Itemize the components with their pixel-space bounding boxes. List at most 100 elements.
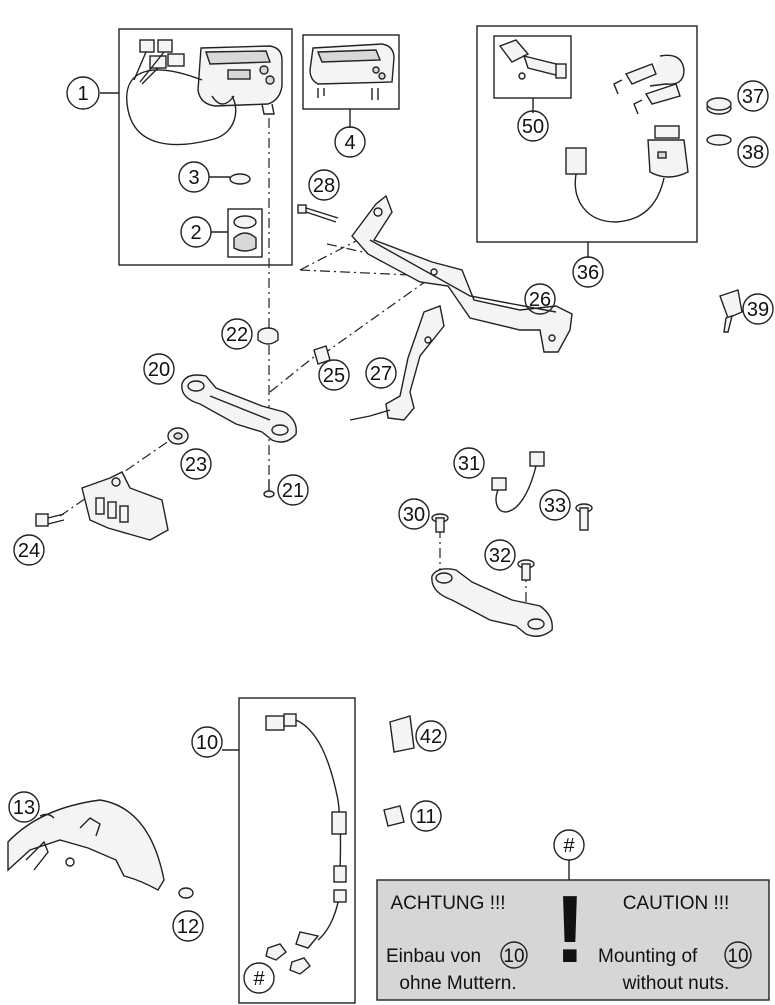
svg-text:38: 38 <box>742 142 764 164</box>
clip-11 <box>383 805 405 827</box>
rubber-22 <box>257 327 279 345</box>
callout-4: 4 <box>334 126 366 158</box>
svg-text:#: # <box>563 835 575 857</box>
svg-text:39: 39 <box>747 299 769 321</box>
pin-33 <box>575 503 593 531</box>
bracket-27 <box>349 305 445 421</box>
callout-30: 30 <box>398 498 430 530</box>
svg-text:22: 22 <box>226 324 248 346</box>
clamp-20 <box>181 374 297 443</box>
svg-text:21: 21 <box>282 480 304 502</box>
callouts: 1 3 2 4 50 36 37 38 39 28 26 22 20 25 27… <box>8 76 774 994</box>
brake-disc <box>7 799 165 891</box>
rubber-23 <box>167 427 189 445</box>
caution-note-box <box>376 879 770 1001</box>
callout-28: 28 <box>308 169 340 201</box>
callout-38: 38 <box>737 136 769 168</box>
svg-text:4: 4 <box>344 132 355 154</box>
svg-text:2: 2 <box>190 222 201 244</box>
svg-text:10: 10 <box>196 732 218 754</box>
note-left-ref: 10 <box>503 946 524 967</box>
leader-lines <box>100 92 589 880</box>
svg-text:20: 20 <box>148 359 170 381</box>
svg-text:33: 33 <box>544 495 566 517</box>
callout-31: 31 <box>453 447 485 479</box>
part-3-disc <box>229 173 251 185</box>
group-box-4 <box>302 34 400 110</box>
lock-cylinder-50 <box>498 39 567 80</box>
svg-text:32: 32 <box>489 545 511 567</box>
group-box-1 <box>118 28 293 266</box>
note-right-ref: 10 <box>727 946 748 967</box>
svg-text:23: 23 <box>185 454 207 476</box>
note-right-line1: Mounting of <box>598 946 698 967</box>
dashboard-unit <box>126 39 283 146</box>
callout-3: 3 <box>178 161 210 193</box>
note-left-title: ACHTUNG !!! <box>390 893 505 914</box>
bolt-28 <box>297 204 339 223</box>
nut-37 <box>706 97 732 115</box>
keys <box>613 54 685 115</box>
callout-42: 42 <box>415 720 447 752</box>
clamp-lower <box>431 568 553 637</box>
svg-text:31: 31 <box>458 453 480 475</box>
ring-12 <box>178 887 194 899</box>
callout-20: 20 <box>143 353 175 385</box>
callout-21: 21 <box>277 474 309 506</box>
svg-text:3: 3 <box>188 167 199 189</box>
note-right-line2: without nuts. <box>622 973 730 994</box>
group-box-10 <box>238 697 356 1004</box>
key-39 <box>719 289 743 333</box>
assembly-lines <box>59 118 527 610</box>
callout-50: 50 <box>517 110 549 142</box>
svg-text:24: 24 <box>18 540 40 562</box>
callout-25: 25 <box>318 359 350 391</box>
svg-text:1: 1 <box>77 83 88 105</box>
svg-text:11: 11 <box>416 806 437 828</box>
ignition-switch <box>565 125 689 223</box>
plate-24-assembly <box>35 471 169 541</box>
svg-text:42: 42 <box>420 726 442 748</box>
part-2-bushing <box>233 215 257 252</box>
svg-text:12: 12 <box>177 916 199 938</box>
callout-37: 37 <box>737 80 769 112</box>
note-right-title: CAUTION !!! <box>623 893 730 914</box>
note-left-line1: Einbau von <box>386 946 481 967</box>
clip-42 <box>389 715 415 753</box>
callout-11: 11 <box>410 800 442 832</box>
nuts-hash <box>265 943 311 975</box>
display-unit-4 <box>309 43 395 100</box>
callout-1: 1 <box>66 76 100 110</box>
pin-32 <box>517 559 535 581</box>
sensor-cable-10 <box>265 713 347 949</box>
callout-32: 32 <box>484 539 516 571</box>
callout-12: 12 <box>172 910 204 942</box>
washer-38 <box>706 134 732 146</box>
callout-26: 26 <box>524 283 556 315</box>
caution-note: ACHTUNG !!! CAUTION !!! ! Einbau von 10 … <box>376 876 770 1001</box>
svg-text:27: 27 <box>370 363 392 385</box>
callout-13: 13 <box>8 791 40 823</box>
callout-23: 23 <box>180 448 212 480</box>
svg-text:30: 30 <box>403 504 425 526</box>
svg-text:37: 37 <box>742 86 764 108</box>
callout-22: 22 <box>221 318 253 350</box>
svg-text:26: 26 <box>529 289 551 311</box>
callout-36: 36 <box>572 256 604 288</box>
note-left-line2: ohne Muttern. <box>399 973 516 994</box>
svg-text:25: 25 <box>323 365 345 387</box>
svg-text:36: 36 <box>577 262 599 284</box>
callout-33: 33 <box>539 489 571 521</box>
callout-24: 24 <box>13 534 45 566</box>
callout-39: 39 <box>742 293 774 325</box>
group-box-36 <box>476 25 698 243</box>
note-mark: ! <box>554 876 586 983</box>
screw-21 <box>263 480 275 498</box>
svg-text:28: 28 <box>313 175 335 197</box>
svg-text:#: # <box>253 968 265 990</box>
callout-27: 27 <box>365 357 397 389</box>
callout-10: 10 <box>191 726 223 758</box>
cable-31-33 <box>491 451 545 513</box>
svg-text:50: 50 <box>522 116 544 138</box>
